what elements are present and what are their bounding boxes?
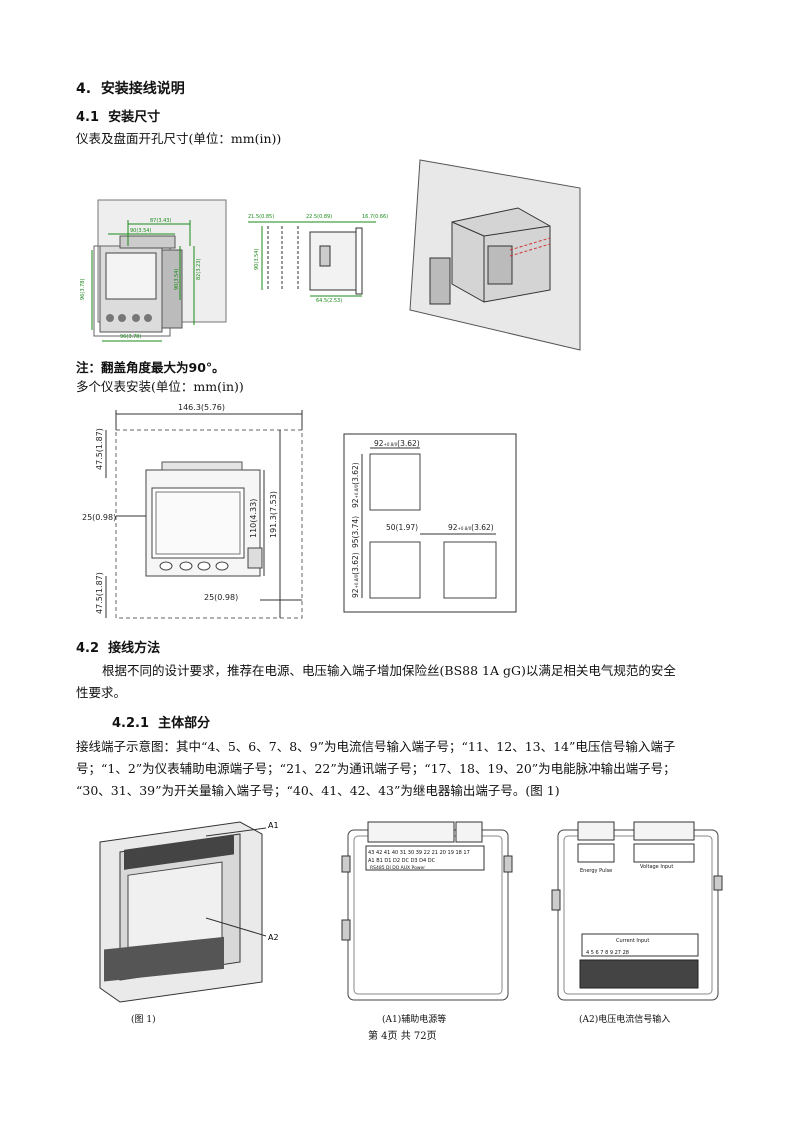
- terminal-paragraph-line3: “30、31、39”为开关量输入端子号；“40、41、42、43”为继电器输出端…: [76, 783, 560, 798]
- multi-install-caption: 多个仪表安装(单位：mm(in)): [76, 379, 244, 394]
- meter-dimension-drawings: 87(3.43) 90(3.54) 96(3.78) 90(3.54) 82(3…: [80, 159, 581, 351]
- dim-w-inner: 90(3.54): [130, 228, 151, 234]
- a2-pulse-title: Energy Pulse: [580, 868, 612, 874]
- a2-caption: (A2)电压电流信号输入: [579, 1015, 671, 1025]
- label-a2: A2: [268, 933, 279, 942]
- dim-h-r1: 82(3.23): [196, 259, 202, 280]
- multi-install-drawing: 146.3(5.76) 47.5(1.87) 25(0.98) 110(4.33…: [82, 403, 517, 619]
- a1-terminal-diagram: 43 42 41 40 31 30 39 22 21 20 19 18 17 A…: [341, 821, 513, 1001]
- a2-voltage-title: Voltage Input: [640, 864, 673, 870]
- fuse-paragraph-line2: 性要求。: [76, 685, 127, 700]
- a2-current-nums: 4 5 6 7 8 9 27 28: [586, 950, 629, 956]
- subsection-4-1-heading: 4.1 安装尺寸: [76, 110, 161, 125]
- cutout-h2: 92+0.8/0(3.62): [351, 552, 360, 598]
- fuse-paragraph-line1: 根据不同的设计要求，推荐在电源、电压输入端子增加保险丝(BS88 1A gG)以…: [102, 663, 676, 678]
- cutout-panel: [343, 433, 517, 613]
- figure1-rear-view: A1 A2: [99, 821, 279, 1003]
- dim-side-c: 16.7(0.66): [362, 214, 388, 220]
- cutout-w2: 92+0.8/0(3.62): [448, 523, 494, 532]
- dim-h-left: 96(3.78): [80, 279, 86, 300]
- a1-row1: 43 42 41 40 31 30 39 22 21 20 19 18 17: [368, 850, 470, 856]
- dim-side-h: 90(3.54): [254, 249, 260, 270]
- dim-inner-height: 110(4.33): [249, 499, 258, 538]
- terminal-paragraph-line1: 接线端子示意图：其中“4、5、6、7、8、9”为电流信号输入端子号；“11、12…: [76, 739, 676, 754]
- subsection-4-2-1-heading: 4.2.1 主体部分: [112, 716, 211, 731]
- dim-w-total: 87(3.43): [150, 218, 171, 224]
- a2-terminal-diagram: Energy Pulse Voltage Input Current Input…: [551, 821, 723, 1001]
- dim-top-height: 47.5(1.87): [95, 428, 104, 470]
- dim-total-height: 191.3(7.53): [269, 491, 278, 538]
- a1-row2: A1 B1 D1 D2 DC D3 D4 DC: [368, 858, 436, 864]
- label-a1: A1: [268, 821, 279, 830]
- meter-screen: [105, 252, 157, 300]
- cutout-gap-h: 95(3.74): [351, 516, 360, 548]
- dim-side-a: 21.5(0.85): [248, 214, 274, 220]
- dim-h-inner: 90(3.54): [174, 269, 180, 290]
- flip-angle-note: 注：翻盖角度最大为90°。: [76, 360, 225, 375]
- dim-left-width: 25(0.98): [82, 513, 116, 522]
- a2-current-title: Current Input: [616, 938, 649, 944]
- terminal-paragraph-line2: 号；“1、2”为仪表辅助电源端子号；“21、22”为通讯端子号；“17、18、1…: [76, 761, 676, 776]
- cutout-gap-w: 50(1.97): [386, 523, 418, 532]
- subsection-4-2-heading: 4.2 接线方法: [76, 641, 161, 656]
- dim-side-b: 22.5(0.89): [306, 214, 332, 220]
- section-heading: 4. 安装接线说明: [76, 81, 185, 97]
- a1-caption: (A1)辅助电源等: [382, 1015, 447, 1025]
- dim-total-width: 146.3(5.76): [178, 403, 225, 412]
- dim-bottom-height: 47.5(1.87): [95, 572, 104, 614]
- dim-bottom-width: 25(0.98): [204, 593, 238, 602]
- panel-cutout-caption: 仪表及盘面开孔尺寸(单位：mm(in)): [76, 131, 282, 146]
- cutout-h1: 92+0.8/0(3.62): [351, 462, 360, 508]
- page-footer: 第 4页 共 72页: [368, 1031, 437, 1042]
- dim-side-w: 64.5(2.53): [316, 298, 342, 304]
- figure1-caption: (图 1): [131, 1015, 156, 1025]
- a1-groups: RS485 DI DO AUX Power: [370, 865, 425, 871]
- cutout-w1: 92+0.8/0(3.62): [374, 439, 420, 448]
- dim-w-bottom: 96(3.78): [120, 334, 141, 340]
